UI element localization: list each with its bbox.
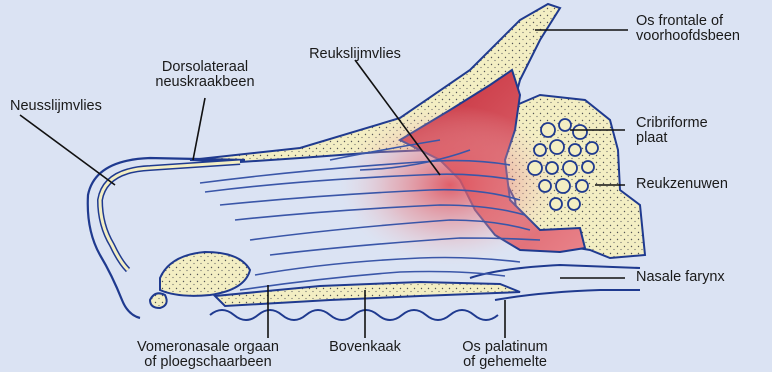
pharynx-lines	[470, 265, 640, 278]
label-dorsolateraal: Dorsolateraal neuskraakbeen	[140, 60, 270, 90]
label-bovenkaak: Bovenkaak	[315, 340, 415, 355]
label-nasale-farynx: Nasale farynx	[636, 270, 725, 285]
label-os-frontale: Os frontale of voorhoofdsbeen	[636, 14, 740, 44]
vomer-small	[150, 293, 167, 308]
vomeronasal-organ	[160, 252, 250, 296]
maxilla	[215, 282, 520, 306]
olfactory-glow	[340, 105, 560, 265]
label-cribriforme: Cribriforme plaat	[636, 116, 708, 146]
label-os-palatinum: Os palatinum of gehemelte	[455, 340, 555, 370]
label-neusslijmvlies: Neusslijmvlies	[10, 99, 102, 114]
label-reukslijmvlies: Reukslijmvlies	[300, 47, 410, 62]
label-reukzenuwen: Reukzenuwen	[636, 177, 728, 192]
palatine-wavy-line	[210, 310, 498, 320]
label-vomeronasale: Vomeronasale orgaan of ploegschaarbeen	[128, 340, 288, 370]
